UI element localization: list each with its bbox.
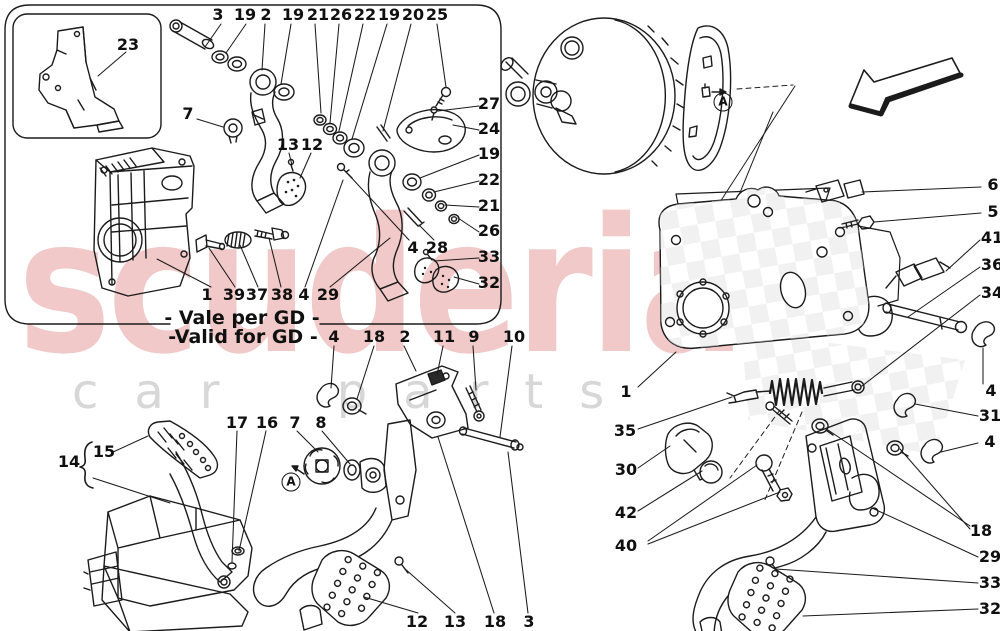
callout-3: 3 xyxy=(523,612,535,631)
callout-4: 4 xyxy=(298,285,310,304)
callout-21: 21 xyxy=(306,5,330,24)
callout-6: 6 xyxy=(987,175,999,194)
note-vale-per-gd: - Vale per GD - xyxy=(164,307,320,329)
direction-arrow-icon xyxy=(848,57,964,117)
callout-25: 25 xyxy=(425,5,449,24)
callout-34: 34 xyxy=(980,283,1000,302)
callout-31: 31 xyxy=(978,406,1000,425)
callout-11: 11 xyxy=(432,327,456,346)
callout-26: 26 xyxy=(329,5,353,24)
callout-12: 12 xyxy=(300,135,324,154)
callout-4: 4 xyxy=(328,327,340,346)
callout-4: 4 xyxy=(407,238,419,257)
callout-37: 37 xyxy=(245,285,269,304)
callout-14: 14 xyxy=(57,452,81,471)
brake-pedal xyxy=(692,418,886,631)
callout-5: 5 xyxy=(987,202,999,221)
callout-42: 42 xyxy=(614,503,638,522)
callout-32: 32 xyxy=(978,599,1000,618)
bracket-23 xyxy=(38,26,124,133)
gd-accelerator-pedal xyxy=(252,365,524,631)
pedal-support-housing xyxy=(93,147,290,297)
callout-39: 39 xyxy=(222,285,246,304)
callout-40: 40 xyxy=(614,536,638,555)
callout-19: 19 xyxy=(377,5,401,24)
callout-1: 1 xyxy=(201,285,213,304)
watermark-scuderia: scuderia xyxy=(18,178,745,395)
callout-7: 7 xyxy=(289,413,301,432)
view-label-A: A xyxy=(281,472,301,492)
callout-13: 13 xyxy=(443,612,467,631)
callout-26: 26 xyxy=(477,221,501,240)
callout-20: 20 xyxy=(401,5,425,24)
callout-9: 9 xyxy=(468,327,480,346)
note-valid-for-gd: -Valid for GD - xyxy=(168,326,318,348)
callout-35: 35 xyxy=(613,421,637,440)
callout-2: 2 xyxy=(399,327,411,346)
callout-30: 30 xyxy=(614,460,638,479)
callout-18: 18 xyxy=(483,612,507,631)
bracket-23-border xyxy=(12,13,162,139)
callout-22: 22 xyxy=(353,5,377,24)
callout-19: 19 xyxy=(281,5,305,24)
callout-22: 22 xyxy=(477,170,501,189)
view-label-A: A xyxy=(713,92,733,112)
callout-32: 32 xyxy=(477,273,501,292)
callout-23: 23 xyxy=(116,35,140,54)
leader-lines xyxy=(92,23,984,617)
callout-38: 38 xyxy=(270,285,294,304)
callout-4: 4 xyxy=(984,432,996,451)
callout-15: 15 xyxy=(92,442,116,461)
gd-group-border xyxy=(4,4,502,325)
callout-12: 12 xyxy=(405,612,429,631)
accelerator-pedal-assembly xyxy=(79,420,253,631)
switches-and-rods xyxy=(664,179,996,503)
callout-3: 3 xyxy=(212,5,224,24)
callout-4: 4 xyxy=(985,381,997,400)
callout-33: 33 xyxy=(477,247,501,266)
callout-16: 16 xyxy=(255,413,279,432)
callout-8: 8 xyxy=(315,413,327,432)
callout-18: 18 xyxy=(969,521,993,540)
callout-29: 29 xyxy=(316,285,340,304)
callout-24: 24 xyxy=(477,119,501,138)
callout-7: 7 xyxy=(182,104,194,123)
callout-41: 41 xyxy=(980,228,1000,247)
callout-28: 28 xyxy=(425,238,449,257)
callout-1: 1 xyxy=(620,382,632,401)
callout-36: 36 xyxy=(980,255,1000,274)
callout-10: 10 xyxy=(502,327,526,346)
callout-27: 27 xyxy=(477,94,501,113)
callout-33: 33 xyxy=(978,573,1000,592)
callout-29: 29 xyxy=(978,547,1000,566)
callout-18: 18 xyxy=(362,327,386,346)
cover-panel-group xyxy=(658,186,965,455)
callout-19: 19 xyxy=(233,5,257,24)
callout-19: 19 xyxy=(477,144,501,163)
callout-17: 17 xyxy=(225,413,249,432)
callout-2: 2 xyxy=(260,5,272,24)
callout-13: 13 xyxy=(276,135,300,154)
callout-21: 21 xyxy=(477,196,501,215)
